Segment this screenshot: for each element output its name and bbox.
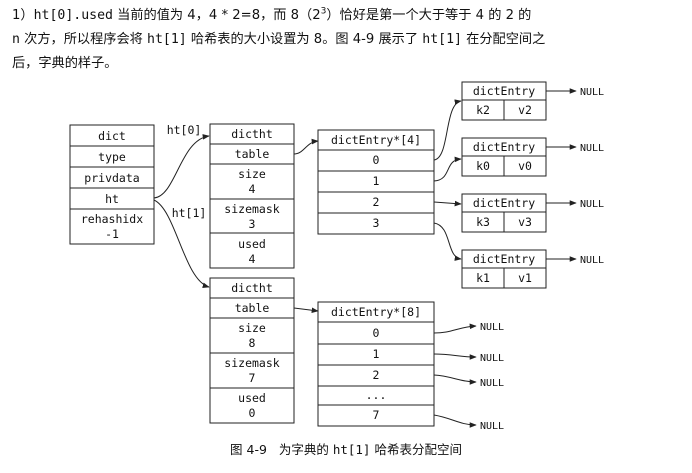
dictht-ht1: dictht table size 8 sizemask 7 used 0 <box>209 277 295 424</box>
ht0-field-table: table <box>235 147 270 161</box>
table8-slot: 0 <box>373 326 380 340</box>
null-label: NULL <box>580 87 604 98</box>
dict-entry-k2: dictEntry k2 v2 <box>461 81 547 121</box>
ht1-sizemask-value: 7 <box>249 371 256 385</box>
arrow-slot-null <box>433 323 477 334</box>
null-label: NULL <box>480 353 504 364</box>
caption-code: ht[1] <box>332 442 371 457</box>
ht1-size-value: 8 <box>249 336 256 350</box>
entry-title: dictEntry <box>473 140 535 154</box>
arrow-slot1-entry <box>433 156 462 182</box>
table4-slot: 3 <box>373 216 380 230</box>
text-segment: 在分配空间之 <box>461 32 546 47</box>
intro-paragraph: 1）ht[0].used 当前的值为 4，4 * 2=8，而 8（23）恰好是第… <box>12 4 688 76</box>
ht1-field-table: table <box>235 301 270 315</box>
code-ht1: ht[1] <box>147 32 187 47</box>
ht0-field-used: used <box>238 237 266 251</box>
ht0-field-size: size <box>238 167 266 181</box>
entry-key: k1 <box>476 271 490 285</box>
null-label: NULL <box>480 378 504 389</box>
table8-slot: 7 <box>373 408 380 422</box>
null-label: NULL <box>580 199 604 210</box>
dict-struct: dict type privdata ht rehashidx -1 <box>69 124 155 245</box>
text-segment: 哈希表的大小设置为 8。图 4-9 展示了 <box>186 32 423 47</box>
ht0-size-value: 4 <box>249 182 256 196</box>
entry-key: k3 <box>476 215 490 229</box>
table8-slot: ... <box>366 388 387 402</box>
text-segment: ）恰好是第一个大于等于 4 的 2 的 <box>326 8 532 23</box>
entry-title: dictEntry <box>473 196 535 210</box>
entry-value: v1 <box>518 271 532 285</box>
ht0-sizemask-value: 3 <box>249 217 256 231</box>
null-label: NULL <box>580 255 604 266</box>
arrow-dict-to-ht0 <box>153 134 210 199</box>
code-used: .used <box>73 8 113 23</box>
null-label: NULL <box>580 143 604 154</box>
arrow-ht1-table <box>293 307 319 313</box>
table8-slot: 1 <box>373 347 380 361</box>
ht1-used-value: 0 <box>249 406 256 420</box>
dictht-ht0: dictht table size 4 sizemask 3 used 4 <box>209 123 295 269</box>
table-array-8: dictEntry*[8] 0 1 2 ... 7 <box>317 301 435 427</box>
arrow-slot-null <box>433 353 477 360</box>
text-segment: 当前的值为 4，4 * 2=8，而 8（2 <box>112 8 321 23</box>
ht1-title: dictht <box>231 281 273 295</box>
arrow-slot2-entry <box>433 200 462 207</box>
arrow-slot-null <box>433 414 477 428</box>
superscript: 3 <box>320 6 327 17</box>
edge-label-ht1: ht[1] <box>172 206 207 220</box>
text-segment: 1） <box>12 8 34 23</box>
table8-slot: 2 <box>373 368 380 382</box>
dict-field-rehashidx: rehashidx <box>81 212 143 226</box>
arrow-slot3-entry <box>433 222 462 261</box>
table4-slot: 2 <box>373 195 380 209</box>
arrow-ht0-table <box>293 138 319 155</box>
ht0-used-value: 4 <box>249 252 256 266</box>
entry-key: k2 <box>476 103 490 117</box>
entry-value: v0 <box>518 159 532 173</box>
table8-title: dictEntry*[8] <box>331 305 421 319</box>
ht0-field-sizemask: sizemask <box>224 202 279 216</box>
paragraph-line-3: 后，字典的样子。 <box>12 56 118 71</box>
text-segment: 次方，所以程序会将 <box>19 32 148 47</box>
dict-field-type: type <box>98 150 126 164</box>
entry-title: dictEntry <box>473 84 535 98</box>
ht1-field-sizemask: sizemask <box>224 356 279 370</box>
entry-value: v2 <box>518 103 532 117</box>
arrow-slot-null <box>433 374 477 385</box>
code-n: n <box>12 32 20 47</box>
caption-text: 哈希表分配空间 <box>370 442 462 457</box>
arrow-dict-to-ht1 <box>153 199 210 288</box>
ht0-title: dictht <box>231 127 273 141</box>
ht1-field-size: size <box>238 321 266 335</box>
dict-title: dict <box>98 129 126 143</box>
table-array-4: dictEntry*[4] 0 1 2 3 <box>317 129 435 235</box>
table4-slot: 1 <box>373 174 380 188</box>
paragraph-line-2: n 次方，所以程序会将 ht[1] 哈希表的大小设置为 8。图 4-9 展示了 … <box>12 28 688 52</box>
dict-rehashidx-value: -1 <box>105 227 119 241</box>
ht1-field-used: used <box>238 391 266 405</box>
figure-caption: 图 4-9 为字典的 ht[1] 哈希表分配空间 <box>0 439 692 458</box>
figure-number: 图 4-9 <box>230 442 267 457</box>
null-label: NULL <box>480 322 504 333</box>
dict-field-privdata: privdata <box>84 171 139 185</box>
dict-entry-k1: dictEntry k1 v1 <box>461 249 547 289</box>
dict-entry-k3: dictEntry k3 v3 <box>461 193 547 233</box>
code-ht0: ht[0] <box>33 8 74 23</box>
paragraph-line-1: 1）ht[0].used 当前的值为 4，4 * 2=8，而 8（23）恰好是第… <box>12 4 688 28</box>
null-label: NULL <box>480 421 504 432</box>
table4-slot: 0 <box>373 153 380 167</box>
entry-key: k0 <box>476 159 490 173</box>
edge-label-ht0: ht[0] <box>167 123 202 137</box>
arrow-slot0-entry <box>433 99 462 161</box>
table4-title: dictEntry*[4] <box>331 133 421 147</box>
code-ht1: ht[1] <box>422 32 462 47</box>
dict-entry-k0: dictEntry k0 v0 <box>461 137 547 177</box>
dict-field-ht: ht <box>105 192 119 206</box>
entry-value: v3 <box>518 215 532 229</box>
entry-title: dictEntry <box>473 252 535 266</box>
caption-text: 为字典的 <box>278 442 333 457</box>
